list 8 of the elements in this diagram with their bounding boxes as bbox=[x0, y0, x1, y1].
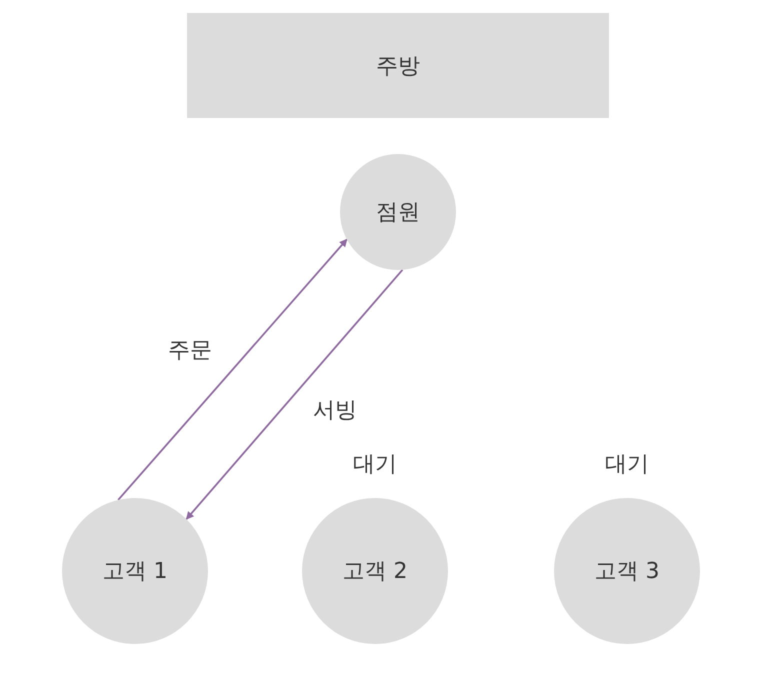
node-label: 주방 bbox=[376, 52, 420, 80]
arrow bbox=[118, 238, 348, 501]
arrow bbox=[186, 269, 404, 520]
node-label: 고객 1 bbox=[102, 558, 168, 586]
kitchen-box bbox=[187, 13, 609, 118]
node-label: 점원 bbox=[376, 199, 420, 227]
node-label: 고객 2 bbox=[342, 558, 408, 586]
node-label: 고객 3 bbox=[594, 558, 660, 586]
